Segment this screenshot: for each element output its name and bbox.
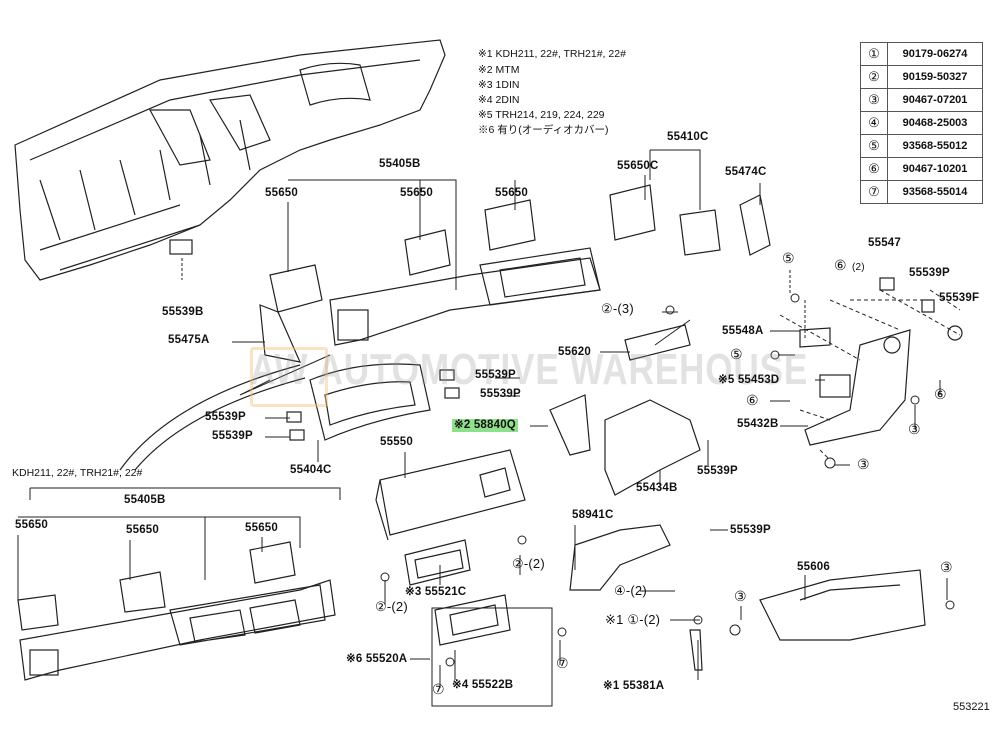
part-label[interactable]: 55548A	[722, 325, 764, 337]
part-label[interactable]: 55405B	[379, 158, 421, 170]
note-3: ※3 1DIN	[478, 79, 520, 91]
leader-lines	[17, 149, 961, 688]
part-label[interactable]: 55432B	[737, 418, 779, 430]
part-label[interactable]: 55410C	[667, 131, 709, 143]
callout-3[interactable]: ③	[734, 588, 747, 604]
ref-number: ③	[860, 88, 888, 112]
part-label[interactable]: 55405B	[124, 494, 166, 506]
part-label[interactable]: 55539P	[697, 465, 738, 477]
part-number[interactable]: 90467-10201	[887, 157, 983, 181]
part-label[interactable]: 55539P	[475, 369, 516, 381]
part-number[interactable]: 90179-06274	[887, 42, 983, 66]
part-label[interactable]: 55606	[797, 561, 830, 573]
part-label[interactable]: ※6 55520A	[346, 653, 408, 665]
part-label[interactable]: 55539P	[730, 524, 771, 536]
callout-6[interactable]: ⑥	[834, 257, 847, 273]
cluster-bezel-55404c	[119, 304, 460, 471]
part-label[interactable]: 55539B	[162, 306, 204, 318]
note-1: ※1 KDH211, 22#, TRH21#, 22#	[478, 48, 626, 60]
part-label[interactable]: 55539P	[480, 388, 521, 400]
part-label[interactable]: 55547	[868, 237, 901, 249]
part-label[interactable]: ※3 55521C	[405, 586, 467, 598]
callout-6[interactable]: ⑥	[746, 392, 759, 408]
callout-2-2[interactable]: ②-(2)	[512, 556, 545, 571]
note-6: ※6 有り(オーディオカバー)	[478, 124, 609, 136]
part-label[interactable]: 55650	[400, 187, 433, 199]
note-5: ※5 TRH214, 219, 224, 229	[478, 109, 605, 121]
note-2: ※2 MTM	[478, 64, 520, 76]
part-number[interactable]: 90159-50327	[887, 65, 983, 89]
variant-note: KDH211, 22#, TRH21#, 22#	[12, 467, 143, 479]
callout-2-2[interactable]: ②-(2)	[375, 599, 408, 614]
callout-7[interactable]: ⑦	[432, 681, 445, 697]
ref-number: ⑦	[860, 180, 888, 204]
part-label[interactable]: 55475A	[168, 334, 210, 346]
part-label[interactable]: 55650	[126, 524, 159, 536]
ref-number: ①	[860, 42, 888, 66]
part-label[interactable]: 55550	[380, 436, 413, 448]
part-label[interactable]: 55650	[265, 187, 298, 199]
callout-5[interactable]: ⑤	[730, 346, 743, 362]
part-label[interactable]: 55539P	[212, 430, 253, 442]
part-label[interactable]: 55650	[15, 519, 48, 531]
part-label[interactable]: ※1 55381A	[603, 680, 665, 692]
part-label[interactable]: 55434B	[636, 482, 678, 494]
callout-7[interactable]: ⑦	[556, 655, 569, 671]
part-label[interactable]: 55539P	[909, 267, 950, 279]
part-label[interactable]: 55474C	[725, 166, 767, 178]
ref-number: ④	[860, 111, 888, 135]
part-number[interactable]: 93568-55014	[887, 180, 983, 204]
watermark-logo-box	[250, 347, 328, 407]
diagram-code: 553221	[953, 701, 990, 713]
part-label[interactable]: ※5 55453D	[718, 374, 780, 386]
note-4: ※4 2DIN	[478, 94, 520, 106]
part-label[interactable]: 58941C	[572, 509, 614, 521]
callout-6[interactable]: ⑥	[934, 386, 947, 402]
part-number[interactable]: 93568-55012	[887, 134, 983, 158]
ref-number: ⑤	[860, 134, 888, 158]
part-label[interactable]: 55404C	[290, 464, 332, 476]
bolts	[380, 293, 955, 667]
part-label[interactable]: ※4 55522B	[452, 679, 514, 691]
callout-qty: (2)	[852, 262, 865, 273]
callout-1-2[interactable]: ※1 ①-(2)	[605, 612, 661, 627]
dashboard-panel-drawing	[14, 39, 446, 281]
callout-3[interactable]: ③	[857, 456, 870, 472]
part-label[interactable]: 55539P	[205, 411, 246, 423]
lower-parts	[404, 524, 926, 707]
part-label[interactable]: 55620	[558, 346, 591, 358]
part-number[interactable]: 90467-07201	[887, 88, 983, 112]
part-label[interactable]: 55650	[245, 522, 278, 534]
part-label[interactable]: 55650C	[617, 160, 659, 172]
ref-number: ⑥	[860, 157, 888, 181]
ref-number: ②	[860, 65, 888, 89]
lower-center-panel-55405b	[17, 541, 336, 681]
callout-2-3[interactable]: ②-(3)	[601, 301, 634, 316]
callout-3[interactable]: ③	[940, 559, 953, 575]
callout-3[interactable]: ③	[908, 421, 921, 437]
part-label[interactable]: 55539F	[939, 292, 980, 304]
part-label[interactable]: 55650	[495, 187, 528, 199]
center-panel-55405b	[269, 184, 771, 346]
callout-4-2[interactable]: ④-(2)	[614, 583, 647, 598]
callout-5[interactable]: ⑤	[782, 250, 795, 266]
lower-panel-55432b	[624, 277, 963, 446]
glove-box-55550	[375, 394, 701, 541]
watermark: AW AUTOMOTIVE WAREHOUSE	[250, 345, 809, 394]
highlighted-part-label[interactable]: ※2 58840Q	[452, 419, 518, 432]
part-number[interactable]: 90468-25003	[887, 111, 983, 135]
